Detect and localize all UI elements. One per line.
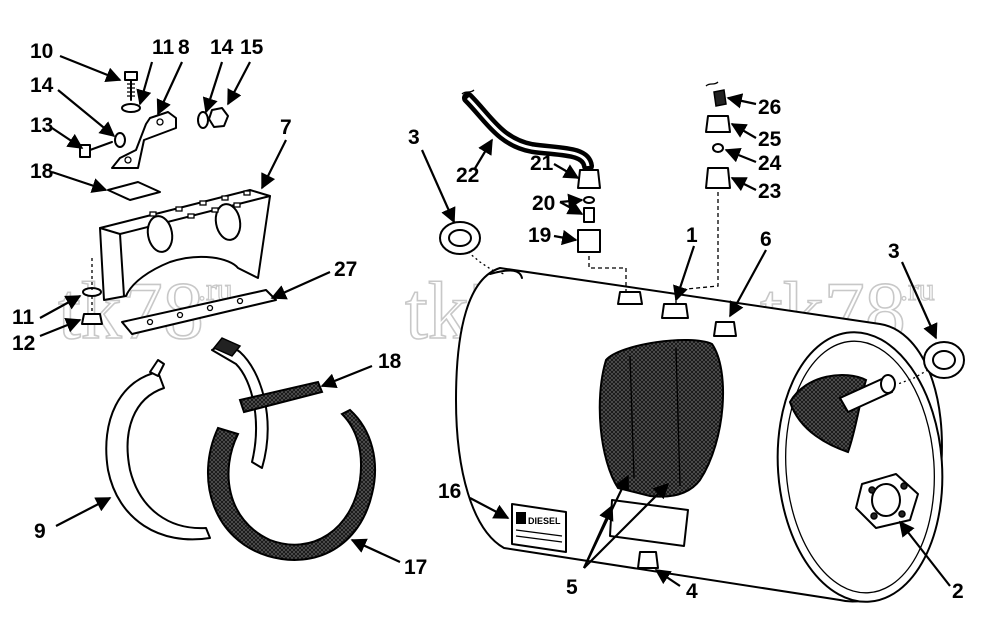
filler-cap-3-right — [897, 341, 965, 385]
fitting-top-left — [617, 291, 643, 305]
callout-6: 6 — [760, 228, 772, 251]
bolt-10 — [124, 71, 138, 101]
callout-7: 7 — [280, 116, 292, 139]
mounting-bracket-assembly — [79, 71, 277, 335]
vent-cap-26 — [713, 89, 727, 107]
sleeve-20b — [583, 207, 595, 223]
callout-18-left: 18 — [30, 160, 54, 183]
callout-23: 23 — [758, 180, 781, 203]
nut-15 — [208, 107, 229, 128]
sleeve-24 — [712, 143, 724, 153]
callout-1: 1 — [686, 224, 698, 247]
liner-17 — [206, 408, 376, 561]
callout-25: 25 — [758, 128, 782, 151]
nameplate-16: DIESEL — [511, 503, 567, 553]
fuel-tank — [455, 267, 944, 603]
callout-26: 26 — [758, 96, 781, 119]
mesh-panel-5 — [598, 338, 725, 498]
callout-12: 12 — [12, 332, 35, 355]
callout-13: 13 — [30, 114, 53, 137]
sleeve-20a — [583, 196, 595, 204]
callout-21: 21 — [530, 152, 554, 175]
fitting-1 — [661, 303, 689, 319]
nut-12 — [81, 313, 103, 325]
callout-3-right: 3 — [888, 240, 900, 263]
callout-19: 19 — [528, 224, 551, 247]
bolt-13 — [79, 141, 113, 158]
callout-labels: 10 11 8 14 15 14 13 18 7 11 12 27 18 9 1… — [12, 36, 964, 603]
filler-cap-3-left — [439, 221, 505, 275]
washer-14-left — [114, 132, 126, 148]
callout-15: 15 — [240, 36, 264, 59]
fitting-6 — [713, 321, 737, 337]
callout-14-left: 14 — [30, 74, 54, 97]
washer-11 — [121, 103, 141, 113]
callout-5: 5 — [566, 576, 578, 599]
hose-22 — [461, 89, 594, 172]
callout-22: 22 — [456, 164, 479, 187]
nut-21 — [577, 169, 601, 189]
connector-19 — [577, 229, 601, 253]
callout-10: 10 — [30, 40, 53, 63]
washer-14 — [197, 111, 209, 129]
connector-23 — [705, 167, 731, 189]
callout-2: 2 — [952, 580, 964, 603]
callout-8: 8 — [178, 36, 190, 59]
liner-18 — [238, 380, 324, 414]
svg-text:.ru: .ru — [900, 271, 935, 307]
callout-3-left: 3 — [408, 126, 420, 149]
callout-9: 9 — [34, 520, 46, 543]
callout-17: 17 — [404, 556, 427, 579]
svg-text:DIESEL: DIESEL — [528, 516, 561, 526]
pad-18 — [107, 181, 161, 201]
angle-bracket-8 — [111, 111, 177, 169]
callout-4: 4 — [686, 580, 698, 603]
callout-11-lower: 11 — [12, 306, 35, 329]
callout-24: 24 — [758, 152, 782, 175]
callout-11-top: 11 — [152, 36, 175, 59]
callout-27: 27 — [334, 258, 357, 281]
strap-9 — [105, 337, 269, 541]
callout-14-top: 14 — [210, 36, 234, 59]
nut-25 — [705, 115, 731, 133]
drain-plug-4 — [637, 551, 659, 569]
callout-16: 16 — [438, 480, 461, 503]
leader-lines — [39, 54, 951, 587]
callout-18-right: 18 — [378, 350, 402, 373]
callout-20: 20 — [532, 192, 555, 215]
